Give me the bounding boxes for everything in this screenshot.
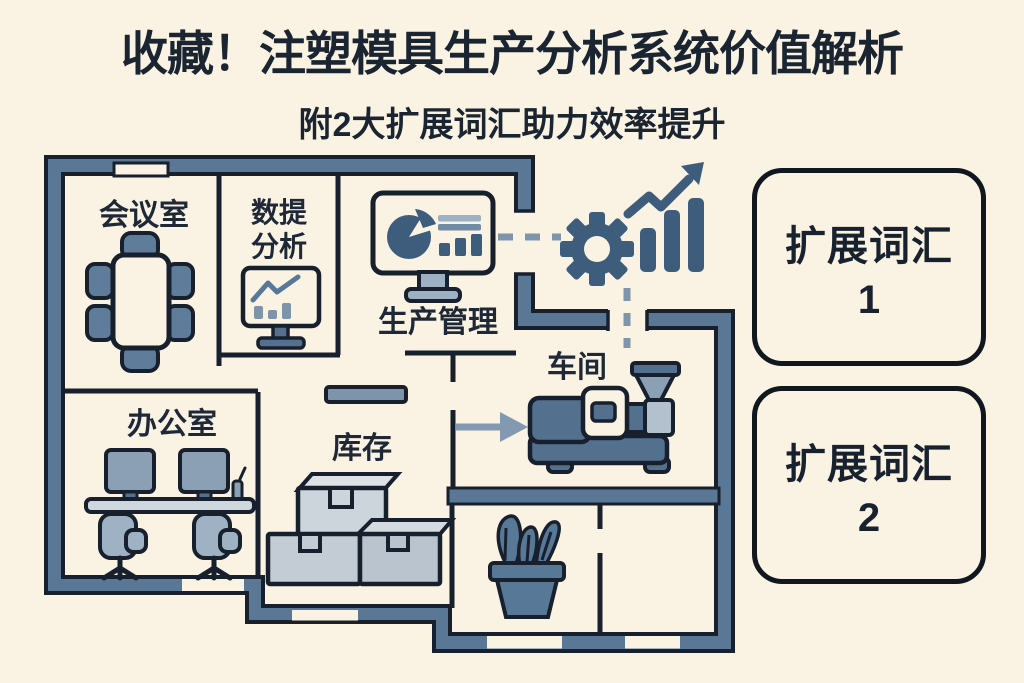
door-jambs-workshop — [606, 310, 649, 331]
door-gap-plant-bottom — [487, 636, 562, 649]
page-subtitle: 附2大扩展词汇助力效率提升 — [298, 106, 726, 144]
expansion-card-1: 扩展词汇 1 — [752, 168, 986, 366]
injection-molding-machine-icon — [527, 361, 681, 474]
expansion-card-2-label: 扩展词汇 — [785, 440, 953, 487]
expansion-card-2-number: 2 — [857, 495, 881, 540]
plant-room — [488, 514, 566, 619]
door-jambs-right — [514, 209, 535, 276]
door-gap-right — [511, 211, 537, 274]
interior-walls — [63, 176, 603, 634]
door-gap-inventory-bottom — [292, 610, 358, 621]
production-management-area: 生产管理 — [370, 190, 498, 339]
counter-bar — [324, 385, 408, 404]
gear-icon — [560, 212, 634, 286]
office-chair-icon — [192, 512, 242, 581]
inventory-label: 库存 — [332, 432, 392, 465]
production-management-label: 生产管理 — [378, 306, 498, 339]
expansion-card-1-number: 1 — [857, 277, 881, 322]
page-title: 收藏！注塑模具生产分析系统价值解析 — [121, 27, 904, 80]
conference-table-icon — [85, 231, 195, 373]
door-gap-office-bottom — [182, 579, 244, 591]
storage-boxes-icon — [265, 472, 457, 587]
potted-plant-icon — [488, 514, 566, 619]
workshop-room: 车间 — [527, 350, 681, 474]
meeting-room-label: 会议室 — [99, 198, 189, 232]
door-notch-top — [112, 161, 170, 178]
door-gap-right-bottom — [625, 636, 680, 649]
office-room: 办公室 — [84, 407, 256, 581]
expansion-card-2: 扩展词汇 2 — [752, 386, 986, 584]
dashboard-monitor-icon — [370, 190, 496, 303]
wall-workshop-bottom — [446, 486, 721, 506]
inventory-room: 库存 — [265, 432, 457, 587]
connectors — [456, 233, 631, 442]
workstations-icon — [84, 448, 256, 581]
flow-arrow-icon — [456, 412, 528, 442]
meeting-room: 会议室 — [85, 198, 195, 373]
line-chart-monitor-icon — [240, 265, 322, 350]
data-analysis-label-line2: 分析 — [251, 231, 307, 262]
office-chair-icon — [98, 512, 148, 581]
office-label: 办公室 — [127, 407, 217, 441]
data-analysis-label-line1: 数提 — [251, 197, 308, 228]
workshop-label: 车间 — [547, 350, 607, 384]
data-analysis-room: 数提 分析 — [240, 197, 322, 350]
growth-bars-arrow-icon — [623, 162, 704, 272]
expansion-card-1-label: 扩展词汇 — [785, 222, 953, 269]
